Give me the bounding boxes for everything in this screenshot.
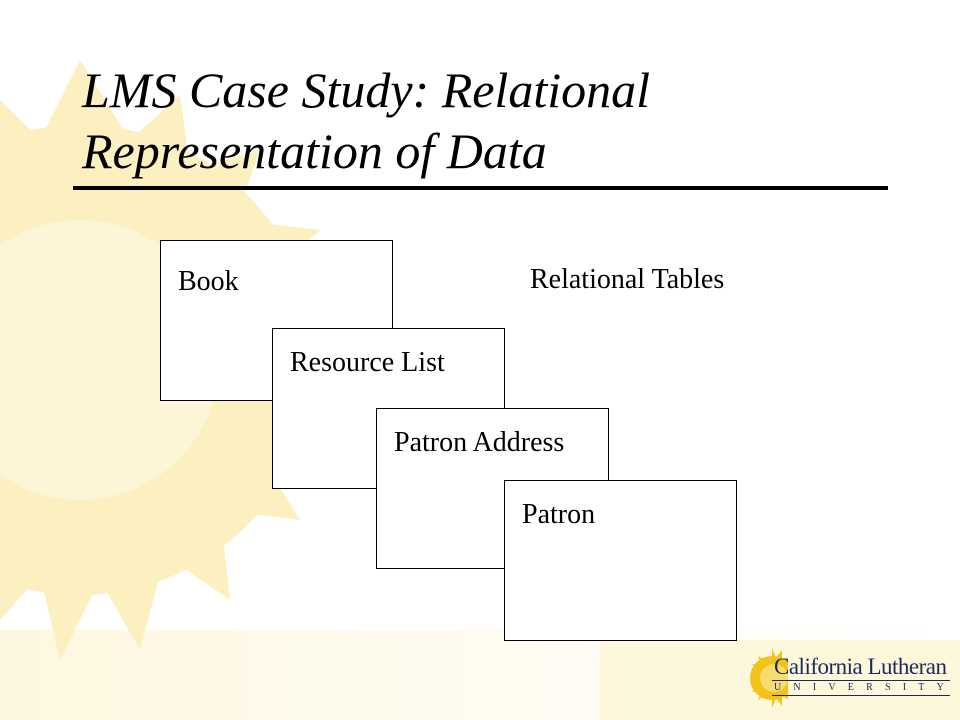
slide-title: LMS Case Study: Relational Representatio… <box>82 60 650 182</box>
logo-subtitle: UNIVERSITY <box>774 682 956 693</box>
university-logo: California Lutheran UNIVERSITY <box>750 646 952 710</box>
sun-logo-icon <box>750 648 788 708</box>
logo-rule-top <box>772 680 950 681</box>
title-underline <box>73 186 888 190</box>
logo-name: California Lutheran <box>774 654 947 679</box>
table-label-resource-list: Resource List <box>290 347 445 378</box>
table-box-patron: Patron <box>504 480 737 641</box>
title-line-2: Representation of Data <box>82 123 547 179</box>
relational-tables-label: Relational Tables <box>530 264 725 295</box>
title-line-1: LMS Case Study: Relational <box>82 62 650 118</box>
table-label-book: Book <box>178 266 239 297</box>
table-label-patron-address: Patron Address <box>394 427 565 458</box>
table-label-patron: Patron <box>522 499 596 530</box>
logo-rule-bottom <box>772 695 950 696</box>
